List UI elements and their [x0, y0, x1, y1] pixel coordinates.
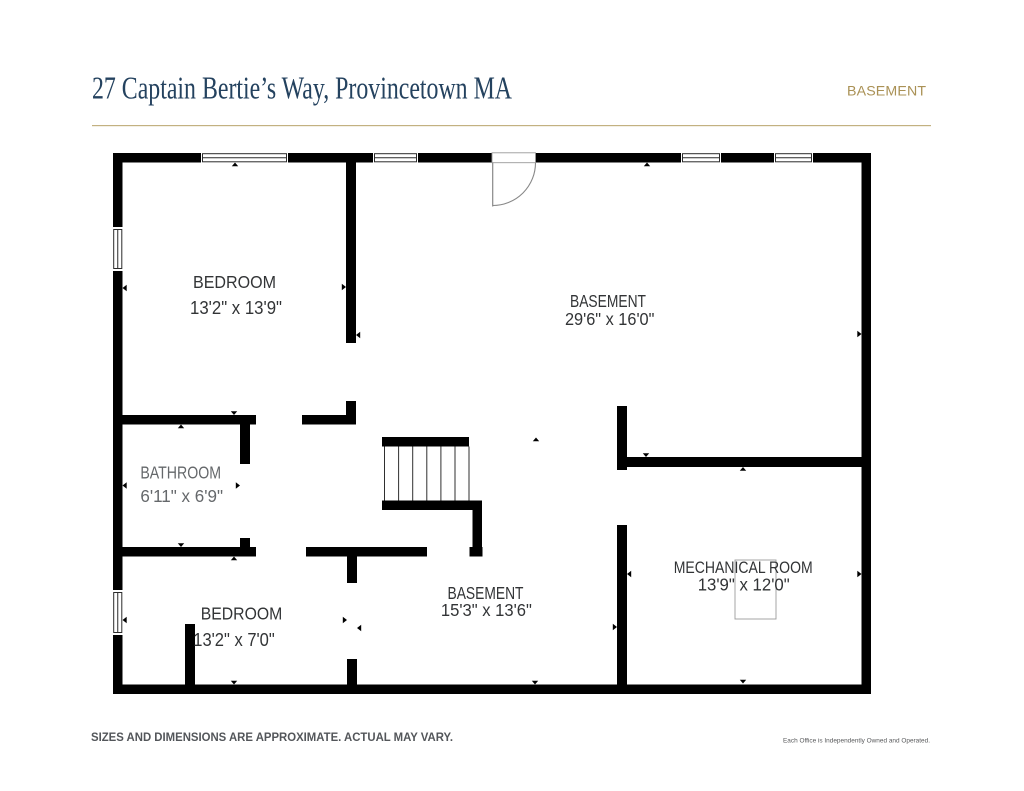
svg-text:SIZES AND DIMENSIONS ARE APPRO: SIZES AND DIMENSIONS ARE APPROXIMATE. AC… [91, 730, 453, 744]
svg-text:29'6" x 16'0": 29'6" x 16'0" [565, 309, 655, 329]
svg-text:BEDROOM: BEDROOM [193, 272, 276, 292]
svg-text:BASEMENT: BASEMENT [570, 291, 646, 311]
svg-text:13'2" x 7'0": 13'2" x 7'0" [193, 629, 275, 650]
svg-text:BASEMENT: BASEMENT [448, 583, 524, 603]
svg-text:BASEMENT: BASEMENT [847, 84, 926, 100]
svg-text:Each Office is Independently O: Each Office is Independently Owned and O… [783, 738, 930, 745]
svg-text:BEDROOM: BEDROOM [201, 604, 283, 624]
svg-text:6'11" x 6'9": 6'11" x 6'9" [140, 486, 223, 506]
svg-text:13'9" x 12'0": 13'9" x 12'0" [698, 576, 790, 595]
svg-text:MECHANICAL ROOM: MECHANICAL ROOM [674, 558, 813, 577]
svg-text:27 Captain Bertie’s Way, Provi: 27 Captain Bertie’s Way, Provincetown MA [92, 71, 512, 106]
svg-text:BATHROOM: BATHROOM [140, 462, 221, 482]
svg-text:13'2" x 13'9": 13'2" x 13'9" [190, 298, 282, 318]
svg-text:15'3" x 13'6": 15'3" x 13'6" [441, 600, 532, 620]
